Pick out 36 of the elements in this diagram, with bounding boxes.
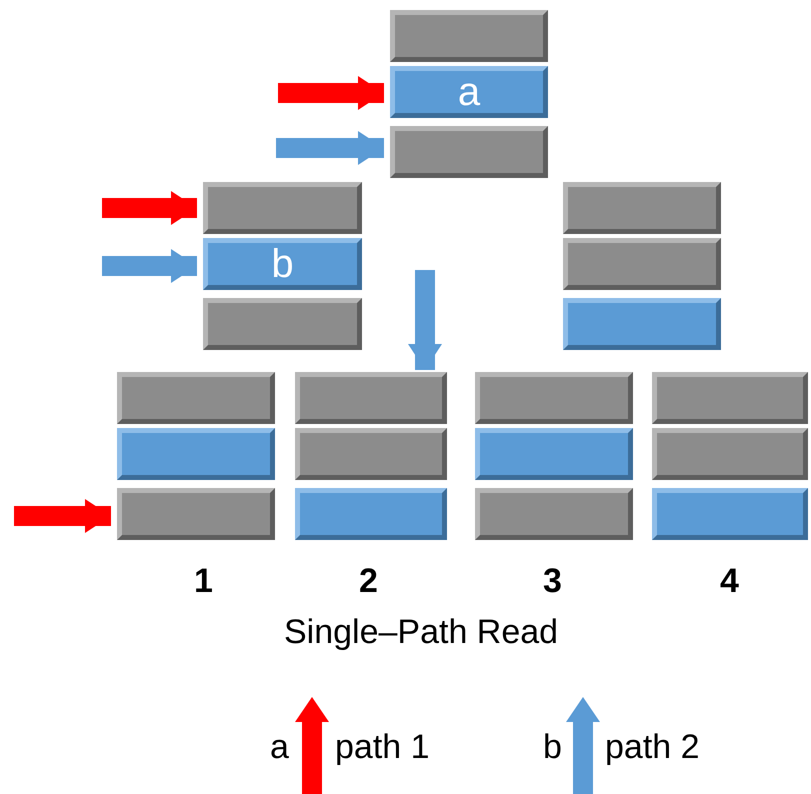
storage-block xyxy=(203,182,362,234)
path-letter: b xyxy=(543,728,562,767)
storage-block: b xyxy=(203,238,362,290)
storage-block xyxy=(295,428,447,480)
arrow xyxy=(276,131,384,165)
storage-block xyxy=(390,10,548,62)
storage-block xyxy=(652,488,808,540)
storage-block xyxy=(475,372,633,424)
arrow xyxy=(102,191,197,225)
storage-block xyxy=(117,372,275,424)
caption: Single–Path Read xyxy=(284,613,558,652)
storage-block xyxy=(117,428,275,480)
storage-block xyxy=(295,488,447,540)
storage-block xyxy=(390,126,548,178)
bucket-number: 3 xyxy=(543,562,562,601)
storage-block: a xyxy=(390,66,548,118)
storage-block xyxy=(563,182,721,234)
bucket-number: 4 xyxy=(720,562,739,601)
arrow xyxy=(14,499,111,533)
storage-block xyxy=(652,428,808,480)
path-letter: a xyxy=(270,728,289,767)
legend-text: path 2 xyxy=(605,728,700,767)
legend-text: path 1 xyxy=(335,728,430,767)
storage-block xyxy=(117,488,275,540)
bucket-number: 2 xyxy=(359,562,378,601)
arrow xyxy=(408,270,442,370)
storage-block xyxy=(295,372,447,424)
arrow xyxy=(102,249,197,283)
storage-block xyxy=(563,238,721,290)
storage-block xyxy=(203,298,362,350)
storage-block xyxy=(563,298,721,350)
storage-block xyxy=(475,488,633,540)
arrow xyxy=(278,76,384,110)
storage-block xyxy=(475,428,633,480)
storage-block xyxy=(652,372,808,424)
bucket-number: 1 xyxy=(194,562,213,601)
